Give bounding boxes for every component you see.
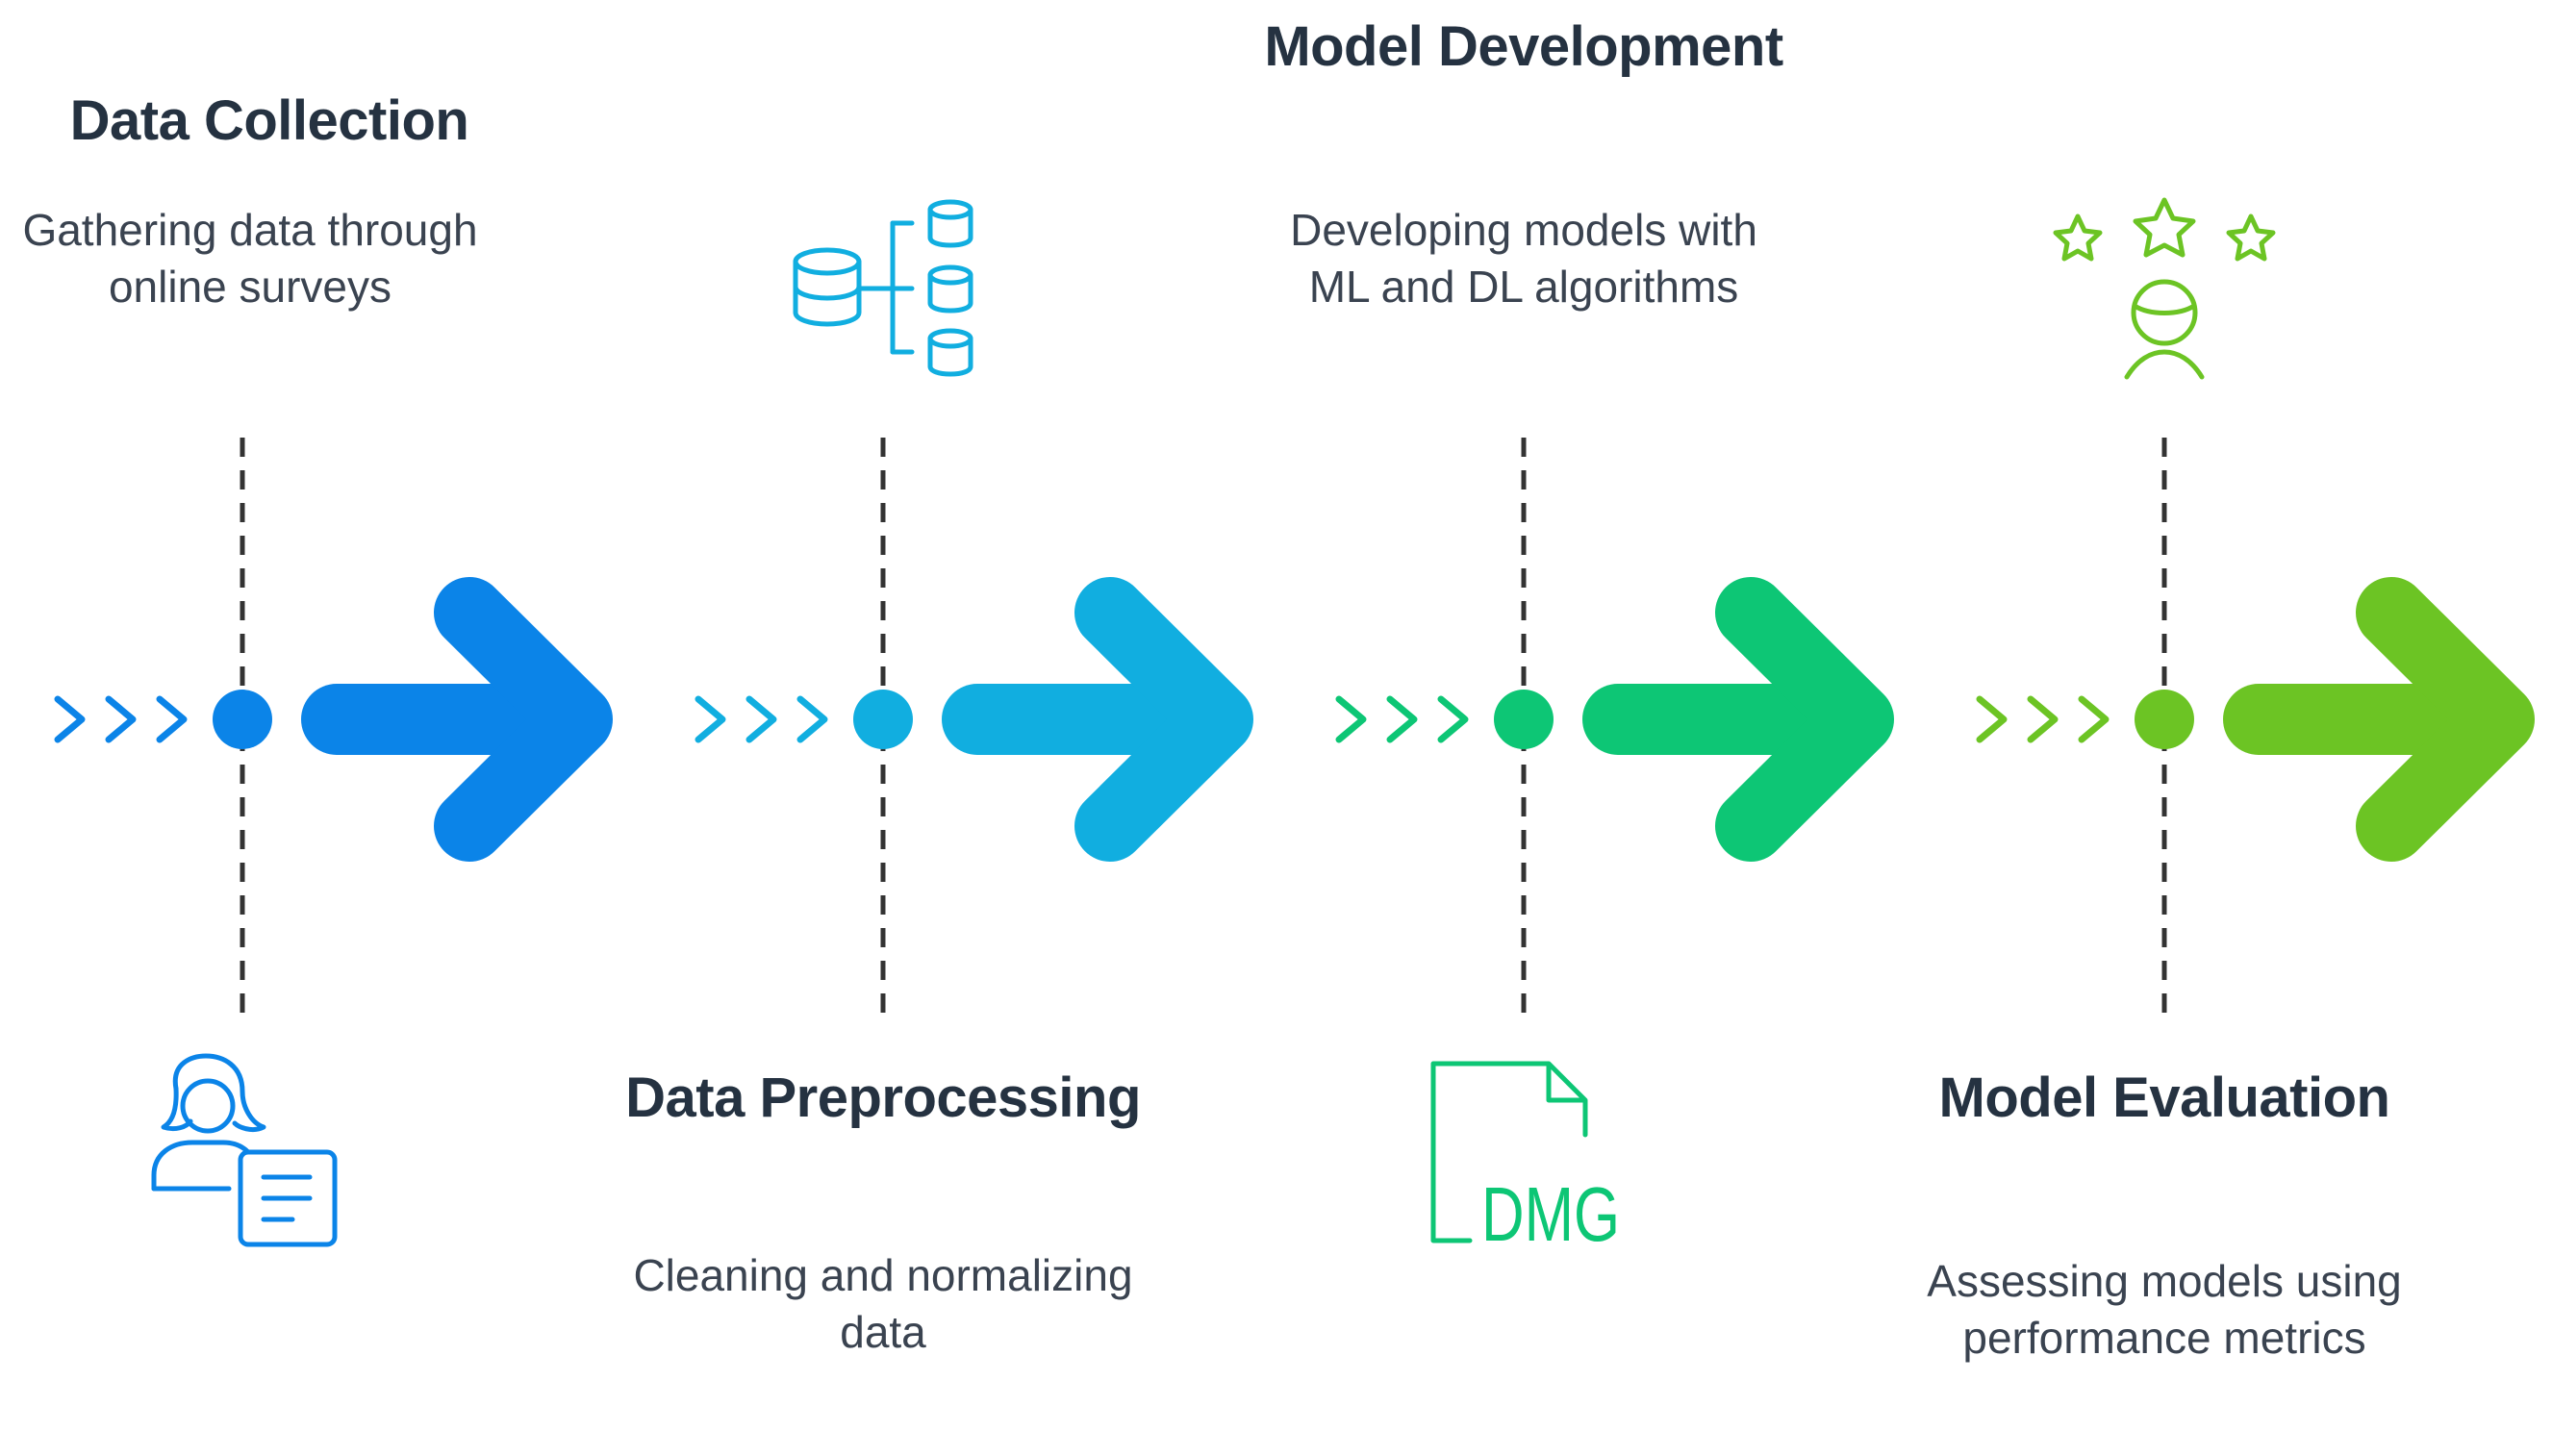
rating-stars-icon bbox=[2053, 197, 2276, 380]
stage-2-dot bbox=[853, 690, 913, 749]
stage-1-chevrons bbox=[54, 695, 188, 743]
database-tree-icon bbox=[793, 199, 973, 377]
stage-4-arrow bbox=[2223, 577, 2535, 862]
stage-4-description: Assessing models using performance metri… bbox=[1927, 1256, 2402, 1363]
stage-4-dot bbox=[2135, 690, 2194, 749]
stage-4-graphic bbox=[1976, 197, 2535, 1024]
stage-4-title: Model Evaluation bbox=[1938, 1067, 2390, 1129]
stage-1-title: Data Collection bbox=[69, 89, 469, 152]
stage-3-chevrons bbox=[1335, 695, 1469, 743]
survey-person-icon bbox=[151, 1053, 338, 1247]
dmg-file-icon: DMG bbox=[1430, 1061, 1620, 1257]
stage-4-chevrons bbox=[1976, 695, 2110, 743]
stage-2-description: Cleaning and normalizing data bbox=[633, 1250, 1133, 1357]
stage-3-title: Model Development bbox=[1264, 15, 1783, 78]
stage-3-description: Developing models with ML and DL algorit… bbox=[1290, 205, 1757, 312]
stage-1-dot bbox=[213, 690, 272, 749]
stage-3-arrow bbox=[1582, 577, 1894, 862]
stage-1-description: Gathering data through online surveys bbox=[22, 205, 478, 312]
stage-2-chevrons bbox=[695, 695, 828, 743]
stage-2-arrow bbox=[942, 577, 1253, 862]
stage-2-graphic bbox=[695, 199, 1253, 1024]
stage-1-graphic bbox=[54, 438, 613, 1247]
stage-2-title: Data Preprocessing bbox=[625, 1067, 1141, 1129]
stage-1-arrow bbox=[301, 577, 613, 862]
dmg-label: DMG bbox=[1481, 1171, 1620, 1257]
stage-3-graphic: DMG bbox=[1335, 438, 1894, 1257]
stage-3-dot bbox=[1494, 690, 1554, 749]
